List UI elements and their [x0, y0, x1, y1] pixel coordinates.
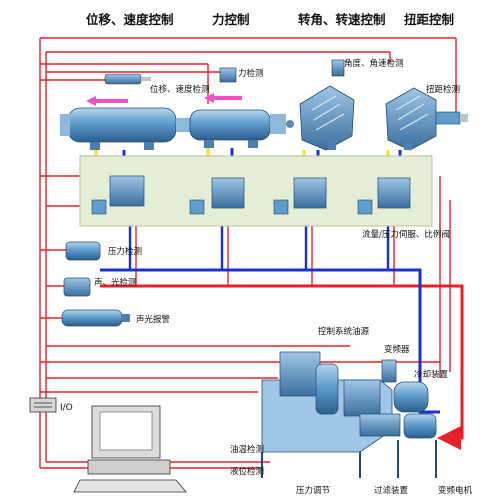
label-pressure-adjust: 压力调节	[296, 485, 331, 496]
label-pressure-detect: 压力检测	[108, 246, 142, 257]
flow-arrows-middle	[204, 93, 242, 103]
label-cooler: 冷却装置	[414, 369, 449, 380]
label-control-source: 控制系统油源	[318, 326, 370, 337]
force-sensor	[219, 67, 237, 83]
hydraulic-cylinder-middle	[189, 109, 294, 148]
servo-valve-2	[189, 177, 245, 215]
header-displacement-speed-control: 位移、速度控制	[86, 12, 174, 27]
label-level-detect: 液位检测	[230, 466, 264, 477]
label-filter: 过滤装置	[374, 485, 409, 496]
label-sound-light-alarm: 声光报警	[136, 314, 171, 325]
label-vfd: 变频器	[384, 344, 410, 355]
displacement-sensor	[104, 73, 151, 85]
flow-arrows-left	[86, 96, 128, 106]
servo-valve-3	[273, 177, 327, 215]
label-angle-speed-detect: 角度、角速检测	[344, 58, 404, 69]
pressure-sensor	[65, 241, 101, 261]
header-torque-control: 扭距控制	[404, 12, 454, 27]
hydraulic-motor-torque	[385, 87, 468, 151]
label-displacement-speed-detect: 位移、速度检测	[150, 84, 210, 95]
label-io: I/O	[60, 403, 73, 413]
signal-wiring	[39, 37, 457, 469]
label-oil-temp: 油温检测	[230, 444, 264, 455]
label-vf-motor: 变频电机	[438, 485, 473, 496]
hydraulic-motor-rotary	[299, 85, 355, 151]
servo-valve-4	[357, 177, 411, 215]
servo-valve-1	[91, 175, 145, 215]
label-force-detect: 力检测	[238, 68, 264, 79]
hydraulic-main-lines	[100, 222, 464, 450]
label-servo-valve: 流量/压力伺服、比例阀	[362, 229, 450, 240]
angle-sensor	[331, 59, 345, 77]
io-module	[29, 397, 57, 413]
header-force-control: 力控制	[212, 12, 250, 27]
hydraulic-cylinder-left	[60, 107, 190, 150]
hydraulic-power-unit	[261, 351, 437, 478]
label-sound-light-detect: 声、光检测	[94, 277, 137, 288]
sound-light-sensor	[63, 277, 91, 297]
label-torque-detect: 扭距检测	[426, 84, 460, 95]
computer-workstation	[73, 405, 187, 493]
header-angle-speed-control: 转角、转速控制	[298, 12, 386, 27]
sound-light-alarm	[61, 309, 130, 327]
